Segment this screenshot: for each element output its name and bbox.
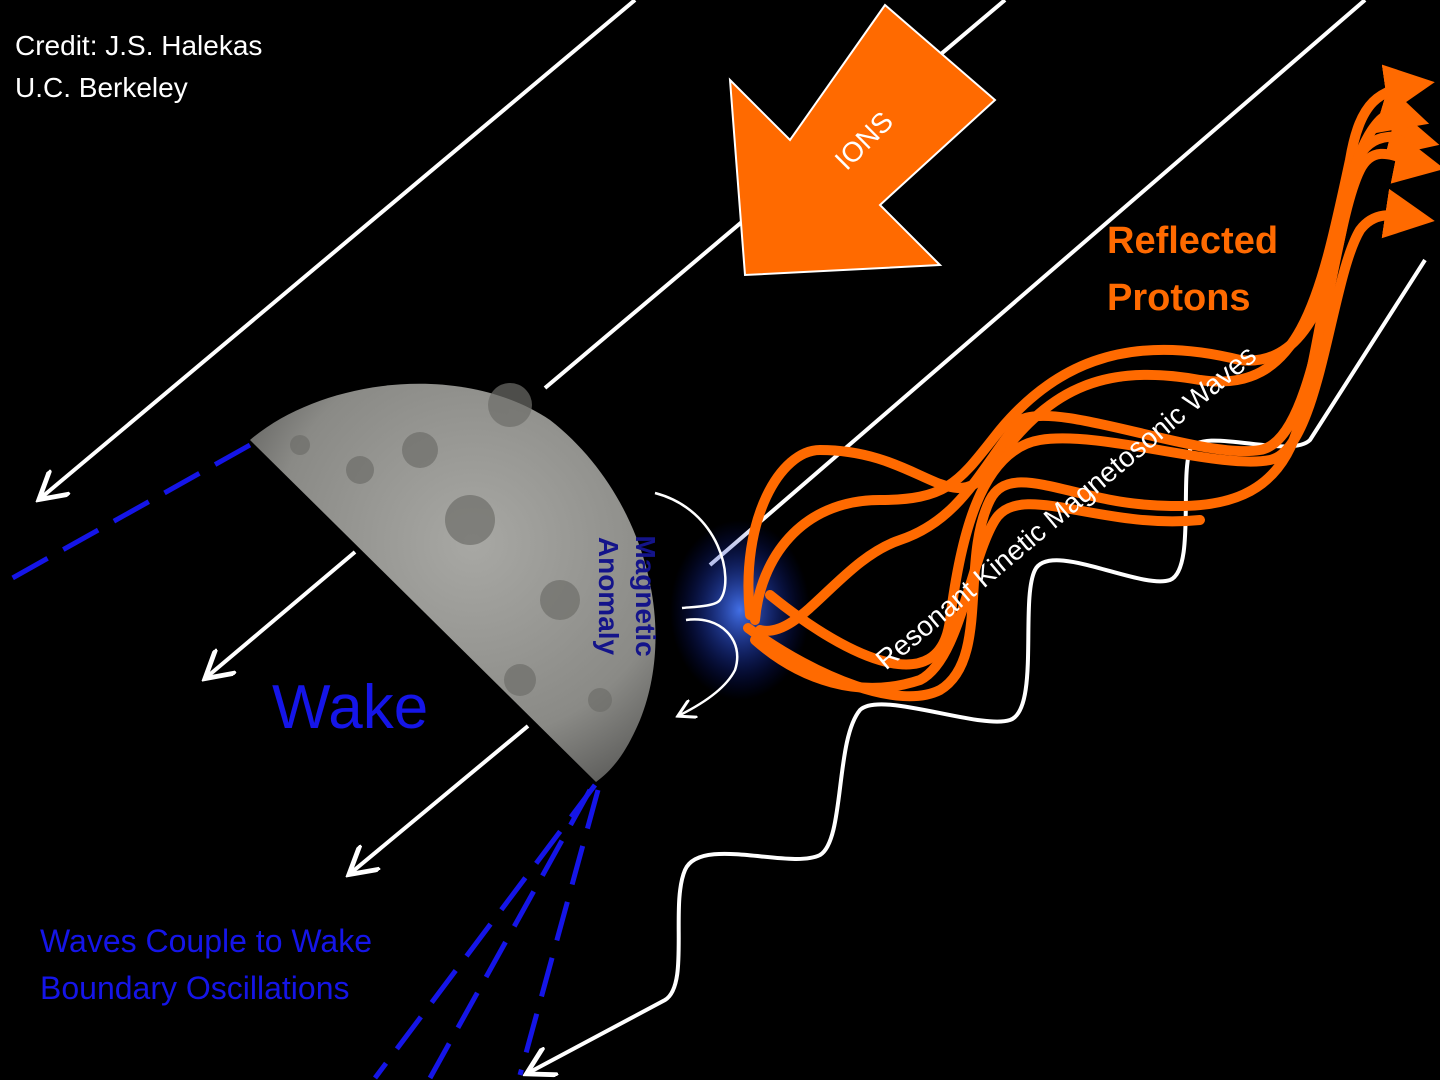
field-line-3b — [352, 724, 530, 872]
reflected-proton-paths — [743, 64, 1440, 702]
credit-line-2: U.C. Berkeley — [15, 72, 188, 103]
couple-label-line-2: Boundary Oscillations — [40, 970, 350, 1006]
wake-boundaries — [0, 442, 601, 1080]
wake-label: Wake — [272, 673, 429, 742]
field-line-1 — [42, 0, 637, 497]
anomaly-field-line-1 — [654, 491, 727, 610]
wavy-field-line — [530, 258, 1427, 1072]
moon — [250, 383, 656, 782]
ions-arrow — [728, 3, 997, 277]
moon-craters — [290, 383, 612, 712]
magnetic-anomaly-line-1: Magnetic — [630, 535, 661, 657]
reflected-protons-line-2: Protons — [1107, 277, 1251, 319]
reflected-protons-line-1: Reflected — [1107, 220, 1279, 262]
field-line-3a — [708, 0, 1367, 567]
couple-label-line-1: Waves Couple to Wake — [40, 923, 372, 959]
magnetic-anomaly-line-2: Anomaly — [593, 536, 624, 656]
anomaly-field-line-2 — [680, 618, 739, 715]
credit-line-1: Credit: J.S. Halekas — [15, 30, 263, 61]
field-line-2b — [208, 550, 357, 676]
